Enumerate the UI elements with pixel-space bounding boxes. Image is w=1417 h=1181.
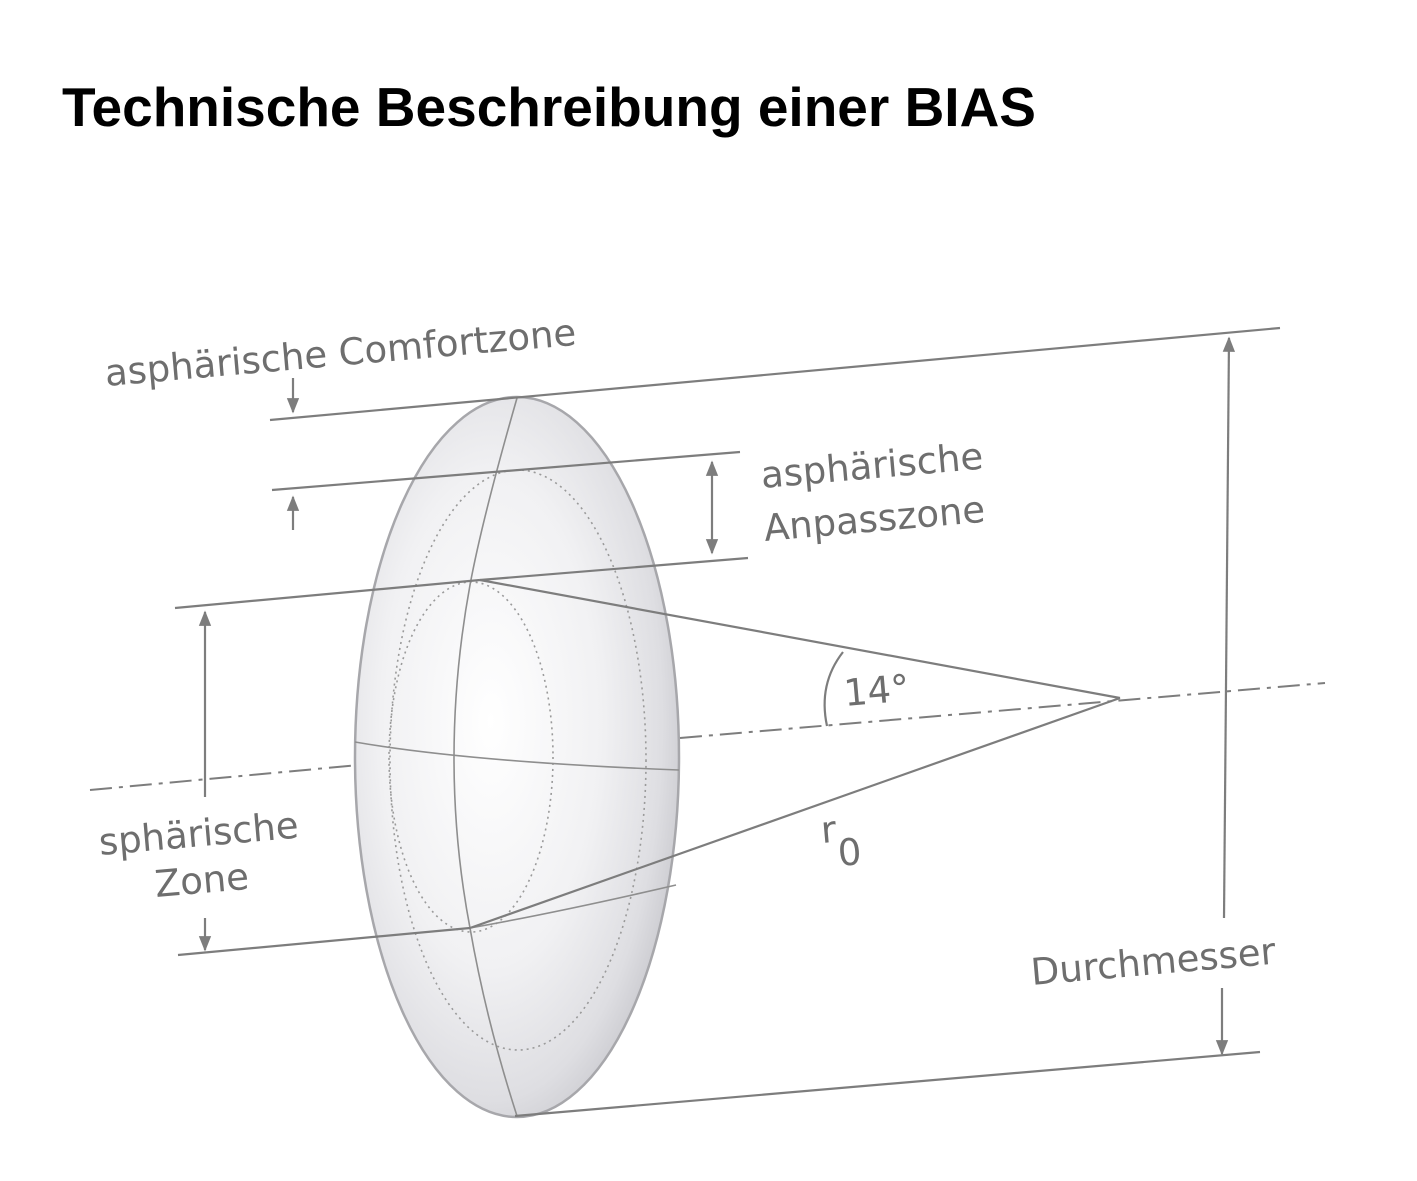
- diameter-bottom-line: [514, 1050, 1261, 1118]
- angle-label: 14°: [842, 666, 911, 715]
- cone-lower-line: [469, 696, 1121, 930]
- page-title: Technische Beschreibung einer BIAS: [62, 76, 1036, 138]
- spherical-zone-label-line1: sphärische: [97, 804, 300, 864]
- adapt-zone-label-line1: asphärische: [759, 435, 985, 497]
- lens-parallel-lower: [469, 884, 677, 929]
- comfort-zone-line: [269, 326, 1281, 422]
- lens-parallel-upper: [354, 741, 680, 771]
- optical-axis-right: [679, 682, 1326, 739]
- spherical-zone-lower-line: [177, 926, 471, 957]
- lens-meridian-line: [453, 397, 518, 1117]
- adapt-zone-label-line2: Anpasszone: [762, 488, 987, 550]
- comfort-zone-label: asphärische Comfortzone: [103, 311, 578, 395]
- spherical-zone-upper-line: [174, 578, 481, 610]
- adapt-zone-upper-line: [271, 450, 741, 492]
- angle-arc: [823, 651, 844, 727]
- diameter-arrow-top: [1222, 336, 1236, 919]
- radius-symbol: r: [819, 808, 839, 852]
- lens-body: [353, 395, 681, 1119]
- cone-upper-line: [479, 578, 1121, 700]
- spherical-zone-label-line2: Zone: [153, 855, 251, 906]
- adapt-zone-lower-line: [479, 556, 749, 582]
- radius-subscript: 0: [836, 830, 863, 875]
- diameter-label: Durchmesser: [1029, 930, 1278, 994]
